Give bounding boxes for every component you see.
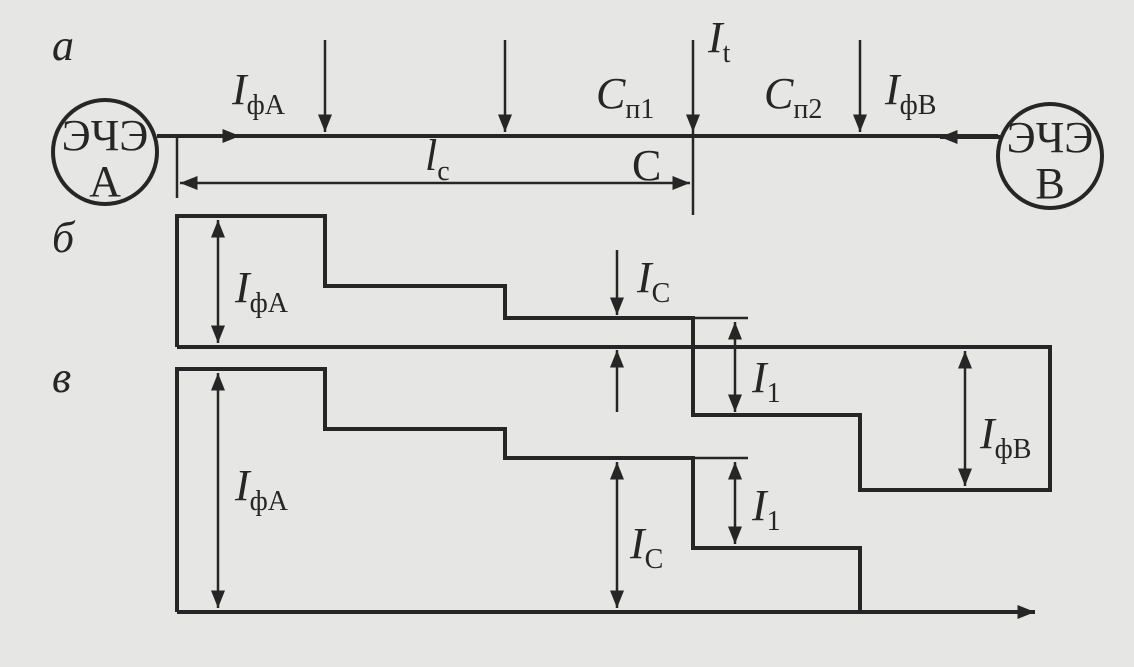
label-cn1: Cп1 bbox=[596, 69, 654, 125]
label-ifa-c: IфА bbox=[234, 461, 289, 517]
label-ifb: IфВ bbox=[884, 65, 936, 121]
label-lc: lc bbox=[425, 131, 450, 187]
label-ifa-top: IфА bbox=[231, 65, 286, 121]
label-point-c: C bbox=[632, 141, 661, 190]
label-i1-b: I1 bbox=[751, 353, 781, 409]
substation-b-name: ЭЧЭ bbox=[1007, 113, 1094, 162]
substation-a: ЭЧЭ А bbox=[51, 98, 159, 206]
substation-b-letter: В bbox=[1035, 159, 1064, 208]
label-ifa-b: IфА bbox=[234, 263, 289, 319]
label-ic-b: IC bbox=[636, 253, 670, 309]
label-cn2: Cп2 bbox=[764, 69, 822, 125]
substation-b: ЭЧЭ В bbox=[996, 102, 1104, 210]
panel-label-c: в bbox=[52, 353, 71, 402]
substation-a-name: ЭЧЭ bbox=[62, 111, 149, 160]
label-ifb-b: IфВ bbox=[979, 409, 1031, 465]
current-profile-b bbox=[175, 214, 1052, 492]
panel-label-a: а bbox=[52, 21, 74, 70]
label-it: It bbox=[707, 13, 731, 69]
panel-label-b: б bbox=[52, 213, 76, 262]
label-i1-c: I1 bbox=[751, 481, 781, 537]
train-load-arrows bbox=[318, 40, 867, 132]
label-ic-c: IC bbox=[629, 519, 663, 575]
current-profile-c bbox=[175, 367, 862, 612]
substation-a-letter: А bbox=[89, 157, 121, 206]
